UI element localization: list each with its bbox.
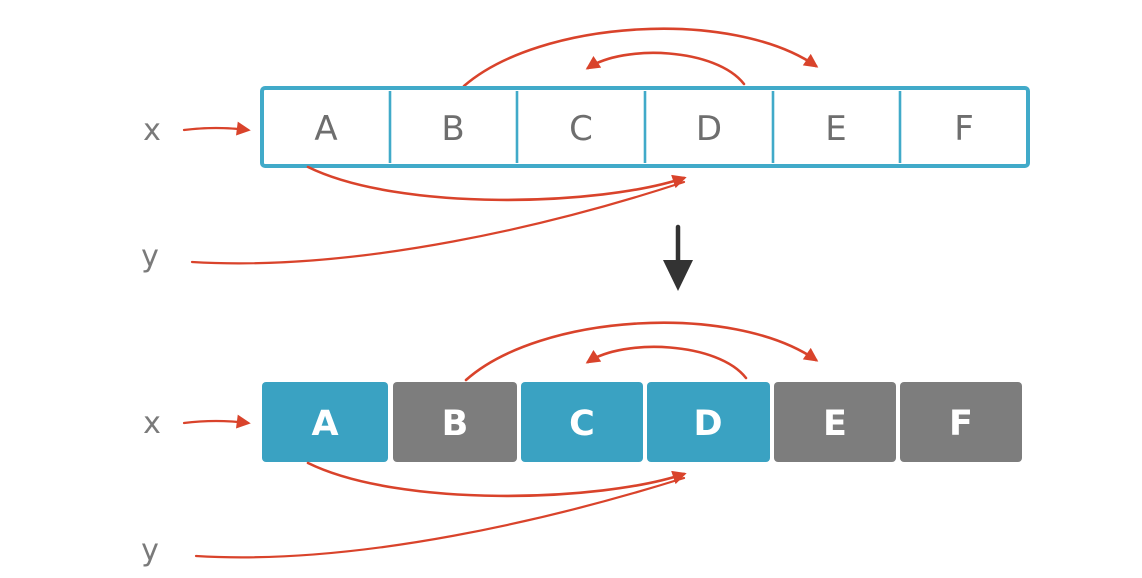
cell-letter: E (823, 404, 847, 444)
arc-d-to-c (585, 51, 746, 86)
cell-letter: C (569, 109, 593, 149)
down-arrow-head-icon (663, 260, 693, 291)
cell-letter: D (693, 404, 722, 444)
arc-a-to-d (306, 461, 687, 498)
cell-letter: A (314, 109, 337, 149)
cell-letter: C (569, 404, 595, 444)
cell-block (393, 382, 517, 462)
cell-letter: A (311, 404, 338, 444)
pointer-y-label: y (141, 239, 159, 274)
cell-letter: F (954, 109, 974, 149)
cell-block (521, 382, 643, 462)
bottom-array-letters: A B C D E F (311, 404, 973, 444)
cell-letter: B (442, 404, 469, 444)
pointer-x-arrow (182, 121, 251, 136)
cell-block (774, 382, 896, 462)
cell-letter: E (825, 109, 846, 149)
cell-block (647, 382, 770, 462)
arc-b-to-e (464, 321, 819, 382)
pointer-y-label: y (141, 533, 159, 568)
pointer-y-curve (190, 180, 686, 265)
top-array-letters: A B C D E F (314, 109, 973, 149)
cell-block (900, 382, 1022, 462)
cell-letter: B (441, 109, 464, 149)
pointer-x-arrow (182, 414, 251, 429)
pointer-x-label: x (143, 113, 161, 148)
arc-b-to-e (462, 27, 819, 88)
cell-letter: D (696, 109, 722, 149)
arc-d-to-c (585, 345, 748, 380)
arc-a-to-d (306, 165, 687, 202)
cell-block (262, 382, 388, 462)
transform-down-arrow (663, 224, 693, 291)
bottom-diagram: A B C D E F x y (141, 321, 1022, 568)
pointer-x-label: x (143, 406, 161, 441)
pointer-y-curve (194, 476, 686, 559)
bottom-array-cells (262, 382, 1022, 462)
cell-letter: F (949, 404, 973, 444)
top-array-dividers (388, 91, 902, 163)
top-diagram: A B C D E F x y (141, 27, 1030, 274)
